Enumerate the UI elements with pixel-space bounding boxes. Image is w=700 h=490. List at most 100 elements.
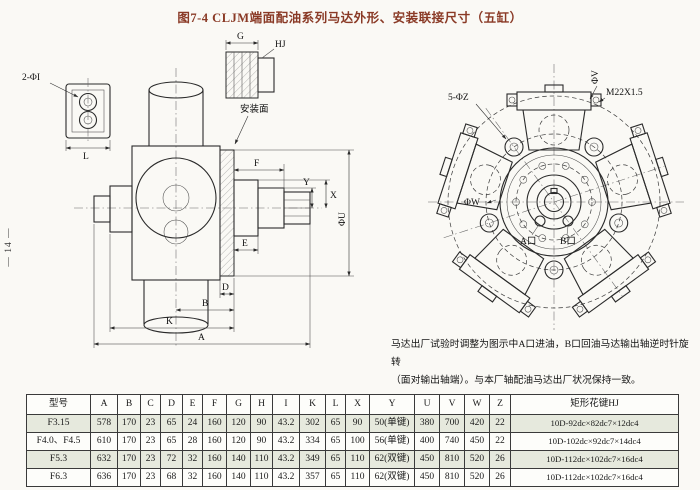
cell: 28	[182, 432, 203, 451]
cell: F3.15	[26, 414, 91, 433]
col-header: I	[272, 394, 300, 415]
cell: 56(单键)	[369, 432, 415, 451]
col-header: H	[250, 394, 273, 415]
cell: 90	[250, 414, 273, 433]
col-header: F	[202, 394, 227, 415]
cell: 23	[140, 432, 161, 451]
mount-face-label: 安装面	[240, 103, 269, 115]
cell: 10D-102dc×92dc7×14dc4	[510, 432, 679, 451]
col-header: W	[464, 394, 490, 415]
cell: 65	[160, 414, 183, 433]
label-thread: M22X1.5	[606, 88, 643, 98]
page-number: — 14 —	[4, 227, 14, 267]
col-header: Z	[489, 394, 511, 415]
cell: 120	[226, 432, 251, 451]
cell: 32	[182, 450, 203, 469]
cell: 43.2	[272, 414, 300, 433]
cell: 110	[250, 450, 273, 469]
ear-bolt-circle	[485, 133, 623, 271]
dim-label-l: L	[83, 152, 89, 162]
cell: 65	[325, 414, 346, 433]
cell: 65	[325, 450, 346, 469]
col-header: 矩形花键HJ	[510, 394, 679, 415]
dim-label-e: E	[242, 239, 248, 249]
col-header: A	[90, 394, 118, 415]
cell: 160	[202, 414, 227, 433]
cell: 740	[439, 432, 465, 451]
dim-label-f: F	[254, 159, 259, 169]
cell: 420	[464, 414, 490, 433]
cell: 24	[182, 414, 203, 433]
dim-label-x: X	[330, 191, 337, 201]
cylinder-lower-right	[563, 228, 657, 318]
cell: 23	[140, 414, 161, 433]
cell: 65	[325, 432, 346, 451]
cell: F5.3	[26, 450, 91, 469]
cell: 72	[160, 450, 183, 469]
cell: 23	[140, 468, 161, 487]
cell: 810	[439, 450, 465, 469]
dim-label-y: Y	[303, 178, 310, 188]
cylinder-upper-right	[595, 123, 672, 218]
label-port-a: A口	[520, 237, 536, 247]
cell: 65	[325, 468, 346, 487]
cell: 170	[117, 468, 141, 487]
left-drawing: L 2-ΦI G HJ	[22, 32, 354, 348]
cell: 700	[439, 414, 465, 433]
col-header: V	[439, 394, 465, 415]
col-header: Y	[369, 394, 415, 415]
center-hub	[499, 147, 609, 257]
port-flange-detail: L 2-ΦI	[22, 73, 111, 162]
cell: 400	[414, 432, 440, 451]
centerlines	[428, 64, 684, 330]
cell: 520	[464, 450, 490, 469]
col-header: 型号	[26, 394, 91, 415]
dim-label-a: A	[198, 333, 205, 343]
cell: 610	[90, 432, 118, 451]
cell: 10D-112dc×102dc7×16dc4	[510, 450, 679, 469]
outer-pitch-circle	[447, 95, 661, 309]
dim-label-g: G	[237, 32, 244, 42]
cell: 450	[414, 468, 440, 487]
dimensions: F Y X ΦU E D B	[93, 149, 354, 348]
spline-detail: G HJ	[225, 32, 286, 99]
dim-label-hj: HJ	[275, 40, 286, 50]
cell: 520	[464, 468, 490, 487]
table-row: F3.15 578 170 23 65 24 160 120 90 43.2 3…	[26, 414, 679, 433]
dim-label-holes: 2-ΦI	[22, 73, 40, 83]
cell: 160	[202, 468, 227, 487]
col-header: L	[325, 394, 346, 415]
mounting-ears	[479, 137, 629, 280]
cell: 43.2	[272, 432, 300, 451]
col-header: X	[345, 394, 370, 415]
cell: 632	[90, 450, 118, 469]
cell: 43.2	[272, 450, 300, 469]
cell: 22	[489, 414, 511, 433]
factory-note: 马达出厂试验时调整为图示中A口进油，B口回油马达输出轴逆时针旋转 （面对输出轴端…	[391, 336, 697, 390]
cell: 578	[90, 414, 118, 433]
cell: 349	[299, 450, 326, 469]
note-line-1: 马达出厂试验时调整为图示中A口进油，B口回油马达输出轴逆时针旋转	[391, 339, 689, 369]
cell: F6.3	[26, 468, 91, 487]
cell: 32	[182, 468, 203, 487]
table-row: F6.3 636 170 23 68 32 160 140 110 43.2 3…	[26, 468, 679, 487]
table-header-row: 型号 A B C D E F G H I K L X Y U V W Z 矩形花…	[26, 394, 679, 415]
cell: 90	[345, 414, 370, 433]
cell: 10D-112dc×102dc7×16dc4	[510, 468, 679, 487]
dim-label-phi-v: ΦV	[591, 70, 601, 84]
cell: 10D-92dc×82dc7×12dc4	[510, 414, 679, 433]
cell: 170	[117, 432, 141, 451]
table-row: F5.3 632 170 23 72 32 160 140 110 43.2 3…	[26, 450, 679, 469]
right-drawing: 5-ΦZ M22X1.5 ΦV ΦW A口 B口	[428, 64, 684, 330]
cell: 43.2	[272, 468, 300, 487]
col-header: U	[414, 394, 440, 415]
cell: 170	[117, 414, 141, 433]
cell: 110	[250, 468, 273, 487]
cell: 23	[140, 450, 161, 469]
cell: 100	[345, 432, 370, 451]
label-port-b: B口	[560, 237, 576, 247]
col-header: D	[160, 394, 183, 415]
table-row: F4.0、F4.5 610 170 23 65 28 160 120 90 43…	[26, 432, 679, 451]
cell: 140	[226, 450, 251, 469]
